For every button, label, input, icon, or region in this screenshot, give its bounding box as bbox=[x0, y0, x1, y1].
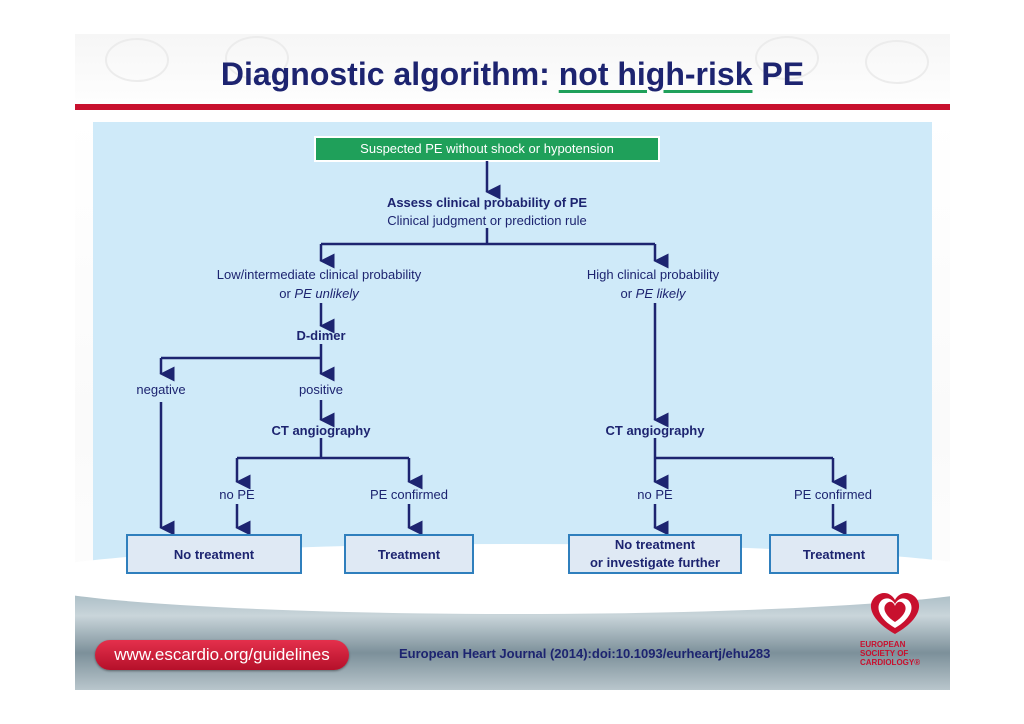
low-probability-line1: Low/intermediate clinical probability bbox=[217, 267, 422, 282]
pe-confirmed-right: PE confirmed bbox=[794, 487, 872, 502]
low-pe-unlikely: PE unlikely bbox=[294, 286, 360, 301]
assess-subtitle: Clinical judgment or prediction rule bbox=[387, 213, 586, 228]
ddimer-label: D-dimer bbox=[296, 328, 345, 343]
start-label: Suspected PE without shock or hypotensio… bbox=[360, 141, 614, 156]
no-treatment-box bbox=[126, 534, 302, 574]
treatment-right-box bbox=[769, 534, 899, 574]
ct-angiography-left: CT angiography bbox=[272, 423, 372, 438]
logo-line-1: EUROPEAN bbox=[860, 640, 906, 649]
high-probability-line1: High clinical probability bbox=[587, 267, 720, 282]
logo-line-3: CARDIOLOGY® bbox=[860, 658, 921, 667]
flowchart: Suspected PE without shock or hypotensio… bbox=[126, 136, 899, 574]
high-pe-likely: PE likely bbox=[636, 286, 687, 301]
high-or: or bbox=[620, 286, 635, 301]
pe-confirmed-left: PE confirmed bbox=[370, 487, 448, 502]
decorative-ring bbox=[225, 36, 289, 80]
title-divider bbox=[75, 104, 950, 110]
connectors bbox=[159, 161, 847, 536]
treatment-right-label: Treatment bbox=[803, 547, 866, 562]
assess-title: Assess clinical probability of PE bbox=[387, 195, 587, 210]
logo-line-2: SOCIETY OF bbox=[860, 649, 909, 658]
low-or: or bbox=[279, 286, 294, 301]
no-treatment-label: No treatment bbox=[174, 547, 255, 562]
title-prefix: Diagnostic algorithm: bbox=[220, 56, 559, 92]
no-pe-right: no PE bbox=[637, 487, 673, 502]
positive-label: positive bbox=[299, 382, 343, 397]
treatment-left-box bbox=[344, 534, 474, 574]
investigate-line2: or investigate further bbox=[590, 555, 720, 570]
footer-band bbox=[75, 544, 950, 690]
esc-heart-logo bbox=[870, 593, 920, 634]
journal-citation: European Heart Journal (2014):doi:10.109… bbox=[399, 646, 771, 661]
title-suffix: PE bbox=[752, 56, 805, 92]
decorative-ring bbox=[755, 36, 819, 80]
title-underlined: not high-risk bbox=[558, 56, 753, 92]
decorative-ring bbox=[865, 40, 929, 84]
high-probability-line2: or PE likely bbox=[620, 286, 687, 301]
diagram-panel bbox=[93, 122, 932, 586]
ct-angiography-right: CT angiography bbox=[606, 423, 706, 438]
no-pe-left: no PE bbox=[219, 487, 255, 502]
esc-logo-text: EUROPEAN SOCIETY OF CARDIOLOGY® bbox=[860, 640, 940, 667]
slide-title: Diagnostic algorithm: not high-risk PE bbox=[75, 56, 950, 93]
start-box bbox=[314, 136, 660, 162]
decorative-ring bbox=[105, 38, 169, 82]
low-probability-line2: or PE unlikely bbox=[279, 286, 360, 301]
investigate-further-box bbox=[568, 534, 742, 574]
treatment-left-label: Treatment bbox=[378, 547, 441, 562]
negative-label: negative bbox=[136, 382, 185, 397]
investigate-line1: No treatment bbox=[615, 537, 696, 552]
guidelines-link[interactable]: www.escardio.org/guidelines bbox=[95, 640, 349, 670]
